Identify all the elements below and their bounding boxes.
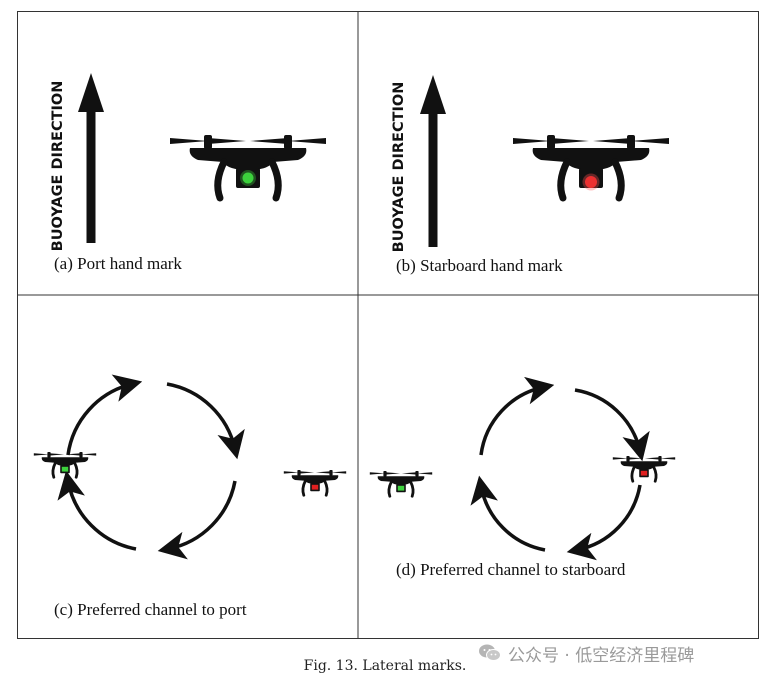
buoyage-direction-label: BUOYAGE DIRECTION — [50, 81, 66, 252]
drone-red-light — [513, 135, 669, 198]
buoyage-direction-label: BUOYAGE DIRECTION — [391, 82, 407, 253]
caption-port-hand-mark: (a) Port hand mark — [54, 254, 182, 273]
drone-red-light — [282, 468, 348, 497]
panel-a: BUOYAGE DIRECTION — [50, 73, 326, 251]
wechat-icon — [479, 644, 501, 661]
panel-b: BUOYAGE DIRECTION — [391, 75, 669, 252]
figure-caption: Fig. 13. Lateral marks. — [303, 658, 467, 674]
drone-red-light — [611, 454, 677, 483]
drone-green-light — [170, 135, 326, 198]
drone-green-light — [368, 469, 434, 498]
figure-border — [17, 11, 759, 639]
caption-preferred-channel-starboard: (d) Preferred channel to starboard — [396, 560, 626, 579]
caption-starboard-hand-mark: (b) Starboard hand mark — [396, 256, 563, 275]
caption-preferred-channel-port: (c) Preferred channel to port — [54, 600, 247, 619]
buoyage-arrow — [420, 75, 446, 247]
drone-green-light — [32, 450, 98, 479]
panel-d — [368, 376, 677, 561]
watermark-text: 公众号 · 低空经济里程碑 — [508, 645, 695, 666]
buoyage-arrow — [78, 73, 104, 243]
panel-c — [32, 374, 348, 560]
watermark: 公众号 · 低空经济里程碑 — [478, 640, 753, 666]
